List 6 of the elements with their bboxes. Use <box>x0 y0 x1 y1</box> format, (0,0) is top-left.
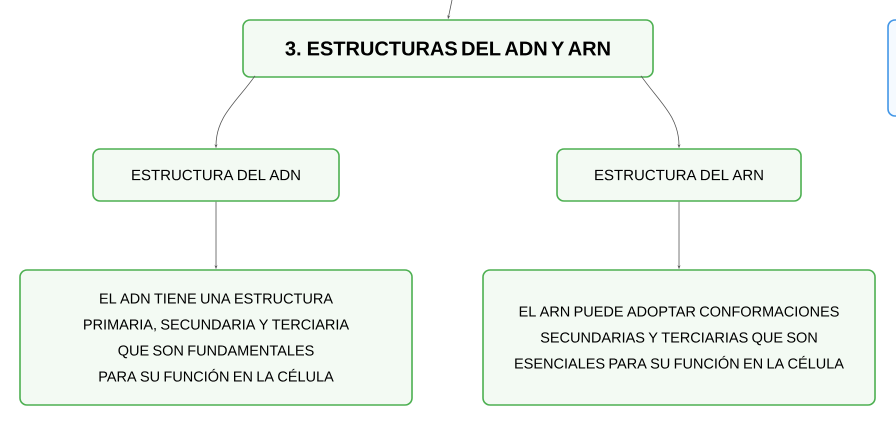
topic-box <box>887 19 896 117</box>
subtopic-box: ESTRUCTURA DEL ADN <box>92 148 340 202</box>
subtopic-box: ESTRUCTURA DEL ARN <box>556 148 802 202</box>
topic-box: 3. ESTRUCTURAS DEL ADN Y ARN <box>242 19 654 78</box>
description-box: EL ARN PUEDE ADOPTAR CONFORMACIONES SECUNDARIAS Y TERCIARIAS QUE SON ESENCIALES PARA SU FUNCIÓN EN LA CÉLULA <box>482 269 876 406</box>
description-box: EL ADN TIENE UNA ESTRUCTURA PRIMARIA, SECUNDARIA Y TERCIARIA QUE SON FUNDAMENTALES PARA SU FUNCIÓN EN LA CÉLULA <box>19 269 413 406</box>
